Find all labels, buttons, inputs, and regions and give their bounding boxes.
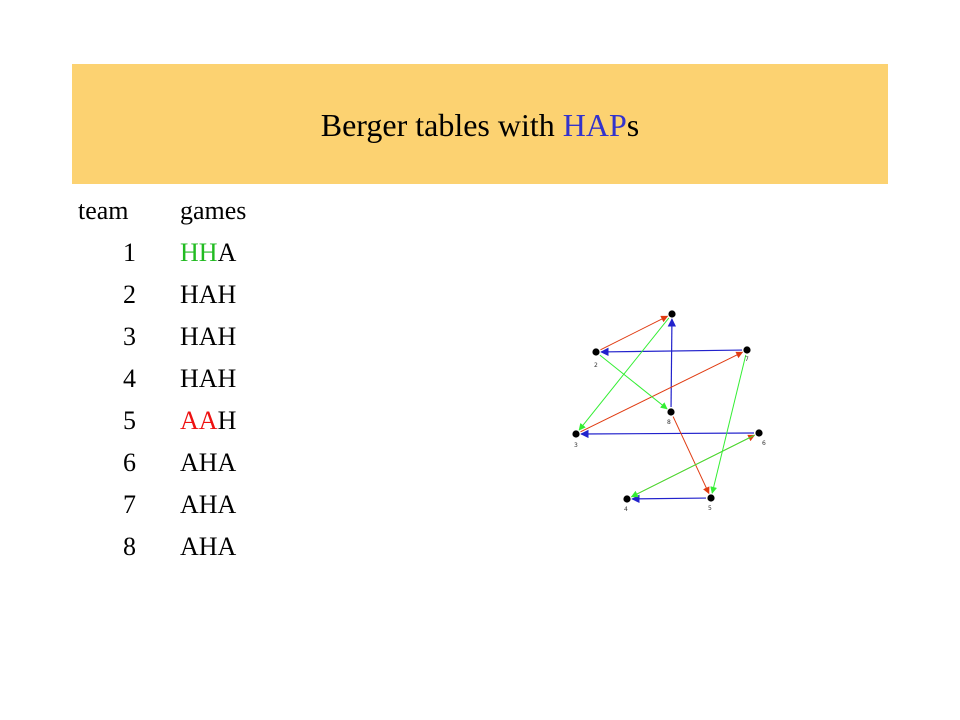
games-column-header: games <box>180 196 247 225</box>
games-segment: A <box>217 238 237 267</box>
edge-green <box>710 354 747 494</box>
edge-blue <box>667 318 677 408</box>
games-pattern: HHA <box>180 232 236 274</box>
graph-node-label: 8 <box>667 419 671 426</box>
team-number: 4 <box>123 364 136 393</box>
games-pattern: AHA <box>180 442 236 484</box>
graph-edges <box>578 315 756 504</box>
games-segment: AHA <box>180 448 237 477</box>
graph-node <box>668 310 676 318</box>
team-number: 2 <box>123 280 136 309</box>
games-pattern: HAH <box>180 274 236 316</box>
graph-node-label: 5 <box>708 505 712 512</box>
edge-red <box>600 315 669 351</box>
games-segment: HAH <box>180 322 237 351</box>
games-segment: H <box>217 406 237 435</box>
team-column-header: team <box>78 196 129 225</box>
title-prefix: Berger tables with <box>320 107 563 143</box>
graph-node <box>755 429 763 437</box>
games-pattern: AHA <box>180 526 236 568</box>
graph-node-label: 7 <box>745 356 749 363</box>
games-pattern: AAH <box>180 400 236 442</box>
games-pattern: HAH <box>180 358 236 400</box>
graph-node-label: 2 <box>594 362 598 369</box>
games-segment: AHA <box>180 532 237 561</box>
team-number: 5 <box>123 406 136 435</box>
title-band: Berger tables with HAPs <box>72 64 888 184</box>
edge-blue <box>631 494 707 504</box>
slide-title: Berger tables with HAPs <box>72 105 888 145</box>
games-segment: HAH <box>180 364 237 393</box>
graph-node-label: 6 <box>762 440 766 447</box>
title-highlight: HAP <box>562 107 627 143</box>
edge-green <box>630 434 755 498</box>
graph-node <box>592 348 600 356</box>
games-segment: AHA <box>180 490 237 519</box>
team-number: 1 <box>123 238 136 267</box>
title-suffix: s <box>626 107 640 143</box>
edge-red <box>580 351 744 433</box>
team-number: 6 <box>123 448 136 477</box>
graph-node <box>572 430 580 438</box>
edge-blue <box>580 429 755 439</box>
games-pattern: AHA <box>180 484 236 526</box>
graph-node-label: 4 <box>624 506 628 513</box>
edge-green <box>599 354 668 410</box>
graph-node <box>623 495 631 503</box>
graph-node-label: 3 <box>574 442 578 449</box>
graph-node <box>707 494 715 502</box>
schedule-graph-diagram: 2 7 8 3 6 4 5 <box>572 310 766 513</box>
games-segment: HH <box>180 238 218 267</box>
team-number: 7 <box>123 490 136 519</box>
games-segment: HAH <box>180 280 237 309</box>
graph-nodes: 2 7 8 3 6 4 5 <box>572 310 766 513</box>
graph-node <box>667 408 675 416</box>
team-number: 3 <box>123 322 136 351</box>
games-pattern: HAH <box>180 316 236 358</box>
graph-node <box>743 346 751 354</box>
team-number: 8 <box>123 532 136 561</box>
games-segment: AA <box>180 406 218 435</box>
edge-red <box>672 416 710 495</box>
